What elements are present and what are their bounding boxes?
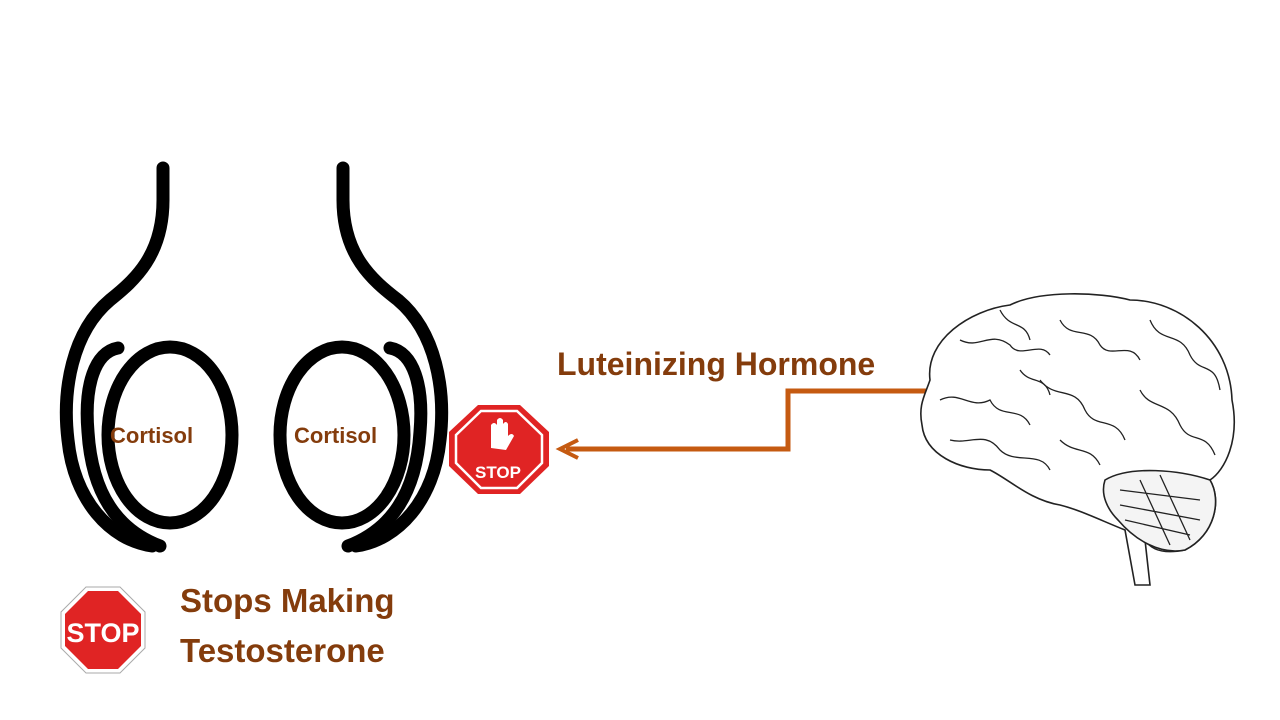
- left-gland-label: Cortisol: [110, 423, 194, 448]
- hormone-label: Luteinizing Hormone: [557, 346, 876, 382]
- octagon-stop-sign-icon: STOP: [60, 586, 146, 674]
- octagon-stop-sign-text: STOP: [66, 618, 139, 648]
- right-gland-label: Cortisol: [294, 423, 378, 448]
- hand-stop-sign-icon: STOP: [449, 405, 549, 494]
- brain-icon: [920, 293, 1236, 586]
- result-line-2: Testosterone: [180, 632, 385, 669]
- hormone-arrow: [555, 388, 1015, 460]
- result-line-1: Stops Making: [180, 582, 395, 619]
- hand-stop-sign-text: STOP: [475, 463, 521, 482]
- testes-icon: [59, 161, 449, 553]
